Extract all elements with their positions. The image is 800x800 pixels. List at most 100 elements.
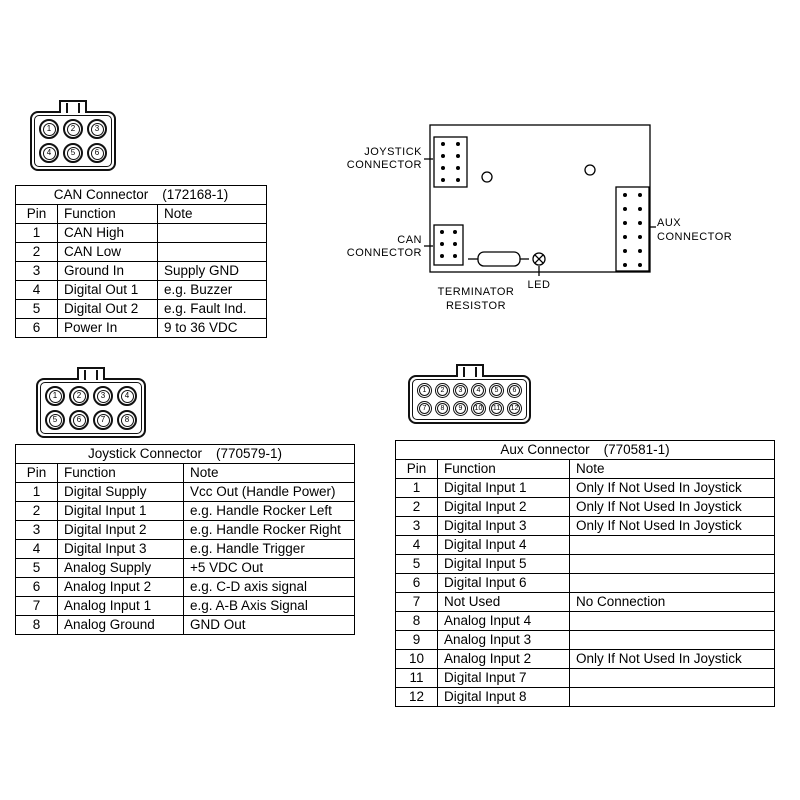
pin-socket: 8 xyxy=(435,401,450,416)
table-cell: Digital Input 2 xyxy=(437,497,570,517)
pin-socket: 7 xyxy=(417,401,432,416)
table-cell: 5 xyxy=(15,299,58,319)
table-cell: Digital Input 2 xyxy=(57,520,184,540)
table-cell xyxy=(569,668,775,688)
col-header-note: Note xyxy=(157,204,267,224)
board-joystick-connector xyxy=(433,136,468,188)
aux-connector-table: Aux Connector(770581-1) Pin Function Not… xyxy=(395,440,775,707)
pin-socket: 1 xyxy=(417,383,432,398)
table-cell: Digital Input 7 xyxy=(437,668,570,688)
table-cell: 4 xyxy=(15,280,58,300)
col-header-note: Note xyxy=(569,459,775,479)
table-cell: Supply GND xyxy=(157,261,267,281)
pin-socket: 9 xyxy=(453,401,468,416)
table-cell: Only If Not Used In Joystick xyxy=(569,478,775,498)
board-can-connector xyxy=(433,224,464,266)
col-header-pin: Pin xyxy=(15,204,58,224)
table-cell xyxy=(569,630,775,650)
table-cell: Digital Out 1 xyxy=(57,280,158,300)
table-cell: Analog Input 4 xyxy=(437,611,570,631)
joystick-table-title: Joystick Connector (770579-1) xyxy=(15,444,355,464)
table-cell: 6 xyxy=(395,573,438,593)
table-cell: 2 xyxy=(395,497,438,517)
table-title-text: Joystick Connector xyxy=(87,446,202,461)
table-cell: Ground In xyxy=(57,261,158,281)
pin-socket: 8 xyxy=(117,410,137,430)
table-cell xyxy=(157,223,267,243)
table-cell: Digital Input 3 xyxy=(437,516,570,536)
joystick-connector-label: CONNECTOR xyxy=(347,159,422,171)
connector-latch-icon xyxy=(77,367,105,380)
table-cell: No Connection xyxy=(569,592,775,612)
table-cell: 1 xyxy=(395,478,438,498)
table-cell: Digital Input 6 xyxy=(437,573,570,593)
can-table-title: CAN Connector(172168-1) xyxy=(15,185,267,205)
table-cell: 10 xyxy=(395,649,438,669)
table-cell: 2 xyxy=(15,501,58,521)
table-cell: e.g. Handle Trigger xyxy=(183,539,355,559)
part-number: (770579-1) xyxy=(216,446,283,461)
aux-connector-label: CONNECTOR xyxy=(657,231,732,243)
table-cell: e.g. Buzzer xyxy=(157,280,267,300)
connector-latch-icon xyxy=(59,100,87,113)
col-header-function: Function xyxy=(57,463,184,483)
table-cell: Vcc Out (Handle Power) xyxy=(183,482,355,502)
pin-socket: 3 xyxy=(93,386,113,406)
table-header-row: Pin Function Note xyxy=(15,204,267,224)
table-cell: 6 xyxy=(15,577,58,597)
col-header-note: Note xyxy=(183,463,355,483)
pin-socket: 4 xyxy=(471,383,486,398)
pin-socket: 5 xyxy=(63,143,83,163)
table-cell xyxy=(569,554,775,574)
aux-connector-label: AUX xyxy=(657,217,681,229)
can-connector-label: CAN xyxy=(397,234,422,246)
pin-socket: 2 xyxy=(435,383,450,398)
col-header-pin: Pin xyxy=(15,463,58,483)
table-cell: Digital Input 1 xyxy=(437,478,570,498)
table-cell: e.g. Handle Rocker Right xyxy=(183,520,355,540)
table-cell: 7 xyxy=(15,596,58,616)
table-cell: Analog Input 3 xyxy=(437,630,570,650)
mounting-hole xyxy=(584,164,596,176)
pin-socket: 3 xyxy=(453,383,468,398)
table-cell: e.g. C-D axis signal xyxy=(183,577,355,597)
table-cell: Not Used xyxy=(437,592,570,612)
joystick-connector-table: Joystick Connector (770579-1) Pin Functio… xyxy=(15,444,355,635)
table-cell: Digital Input 1 xyxy=(57,501,184,521)
table-cell: Digital Out 2 xyxy=(57,299,158,319)
pin-socket: 2 xyxy=(63,119,83,139)
board-aux-connector xyxy=(615,186,650,272)
table-cell: Analog Ground xyxy=(57,615,184,635)
table-cell: Digital Input 3 xyxy=(57,539,184,559)
table-cell xyxy=(569,611,775,631)
table-cell: 12 xyxy=(395,687,438,707)
terminator-resistor-shape xyxy=(477,251,521,267)
table-title-row: Joystick Connector (770579-1) xyxy=(15,444,355,464)
led-icon xyxy=(532,252,546,266)
table-cell xyxy=(569,535,775,555)
table-cell: e.g. Handle Rocker Left xyxy=(183,501,355,521)
led-label: LED xyxy=(528,279,551,291)
table-header-row: Pin Function Note xyxy=(395,459,775,479)
